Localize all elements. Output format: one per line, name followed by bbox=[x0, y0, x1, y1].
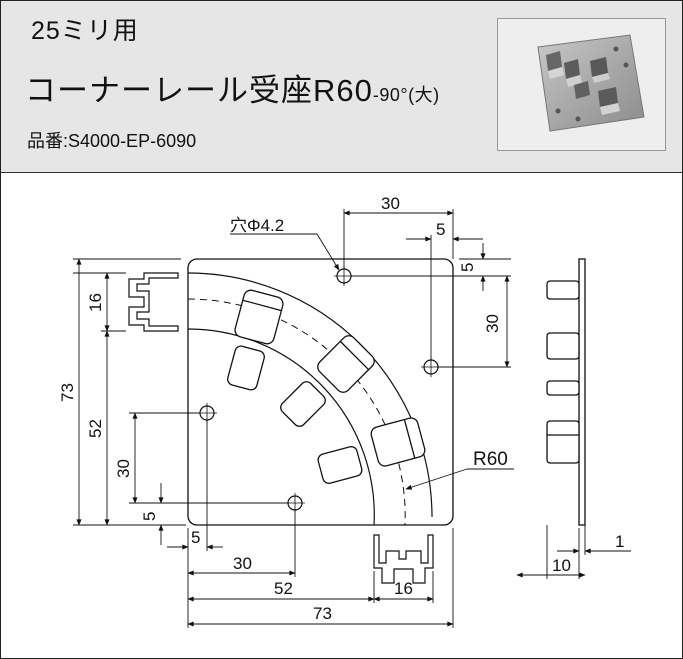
dim-left-73: 73 bbox=[58, 383, 77, 402]
rail-profile-bottom bbox=[373, 534, 434, 584]
rail-arc-inner bbox=[187, 328, 375, 526]
dim-bottom-52: 52 bbox=[274, 579, 293, 598]
part-number-value: S4000-EP-6090 bbox=[68, 131, 197, 151]
hole-centerlines bbox=[197, 266, 441, 513]
dim-top-5: 5 bbox=[436, 220, 445, 239]
dim-top-30: 30 bbox=[381, 194, 400, 213]
dim-bottom-5: 5 bbox=[191, 528, 200, 547]
part-number-label: 品番 bbox=[27, 131, 63, 151]
product-photo-icon bbox=[497, 18, 666, 151]
product-title-main: コーナーレール受座R60 bbox=[25, 73, 373, 108]
technical-drawing: 穴Φ4.2 R60 30 5 5 30 16 73 52 30 5 5 30 5… bbox=[58, 194, 631, 628]
dim-bottom-16: 16 bbox=[394, 579, 413, 598]
rail-profile-left bbox=[128, 272, 179, 332]
rail-tabs bbox=[227, 289, 426, 484]
dim-right-30: 30 bbox=[483, 314, 502, 333]
radius-label: R60 bbox=[473, 449, 508, 470]
dim-side-1: 1 bbox=[615, 532, 624, 551]
part-number-separator: : bbox=[63, 131, 69, 151]
dim-right-5: 5 bbox=[458, 263, 477, 272]
dim-left-5: 5 bbox=[140, 512, 159, 521]
part-number-row: 品番:S4000-EP-6090 bbox=[27, 127, 196, 153]
hole-label: 穴Φ4.2 bbox=[230, 216, 284, 235]
header-panel: 25ミリ用 コーナーレール受座R60-90°(大) 品番:S4000-EP-60… bbox=[1, 1, 682, 173]
product-title: コーナーレール受座R60-90°(大) bbox=[25, 65, 440, 110]
base-plate bbox=[187, 258, 454, 526]
dim-bottom-30: 30 bbox=[233, 554, 252, 573]
dim-side-10: 10 bbox=[552, 556, 571, 575]
dim-left-16: 16 bbox=[86, 293, 105, 312]
dim-bottom-73: 73 bbox=[313, 604, 332, 623]
side-view bbox=[546, 258, 586, 526]
series-label: 25ミリ用 bbox=[31, 17, 139, 45]
product-title-suffix: -90°(大) bbox=[372, 85, 440, 105]
mount-holes bbox=[199, 268, 439, 511]
dim-left-30: 30 bbox=[114, 459, 133, 478]
dim-left-52: 52 bbox=[86, 419, 105, 438]
